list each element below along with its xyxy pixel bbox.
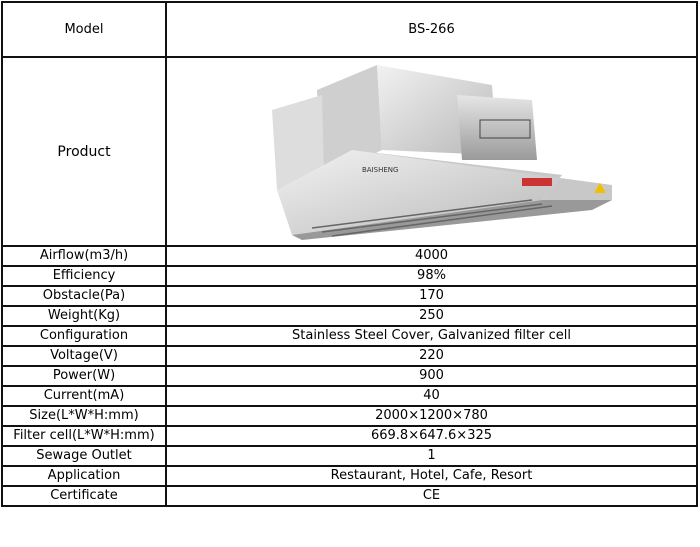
spec-label: Current(mA) [1, 385, 167, 407]
spec-value: 1 [165, 445, 698, 467]
brand-logo: BAISHENG [362, 166, 398, 174]
spec-value: Stainless Steel Cover, Galvanized filter… [165, 325, 698, 347]
model-row: Model BS-266 [1, 1, 698, 58]
spec-row: Filter cell(L*W*H:mm)669.8×647.6×325 [1, 425, 698, 447]
spec-row: Weight(Kg)250 [1, 305, 698, 327]
spec-value: 4000 [165, 245, 698, 267]
spec-label: Sewage Outlet [1, 445, 167, 467]
model-value: BS-266 [165, 1, 698, 58]
spec-row: Current(mA)40 [1, 385, 698, 407]
range-hood-image: BAISHENG [271, 65, 612, 240]
spec-label: Efficiency [1, 265, 167, 287]
spec-label: Power(W) [1, 365, 167, 387]
spec-label: Voltage(V) [1, 345, 167, 367]
spec-label: Filter cell(L*W*H:mm) [1, 425, 167, 447]
spec-row: Obstacle(Pa)170 [1, 285, 698, 307]
product-row: Product BAISHENG [1, 56, 698, 247]
spec-value: 220 [165, 345, 698, 367]
spec-value: 98% [165, 265, 698, 287]
spec-label: Configuration [1, 325, 167, 347]
spec-value: 669.8×647.6×325 [165, 425, 698, 447]
spec-value: 170 [165, 285, 698, 307]
spec-label: Airflow(m3/h) [1, 245, 167, 267]
spec-label: Weight(Kg) [1, 305, 167, 327]
model-label: Model [1, 1, 167, 58]
product-image-cell: BAISHENG [165, 56, 698, 247]
spec-label: Application [1, 465, 167, 487]
spec-label: Certificate [1, 485, 167, 507]
spec-row: Voltage(V)220 [1, 345, 698, 367]
spec-label: Obstacle(Pa) [1, 285, 167, 307]
spec-row: Size(L*W*H:mm)2000×1200×780 [1, 405, 698, 427]
spec-row: Power(W)900 [1, 365, 698, 387]
spec-value: Restaurant, Hotel, Cafe, Resort [165, 465, 698, 487]
spec-value: 2000×1200×780 [165, 405, 698, 427]
spec-value: CE [165, 485, 698, 507]
product-label: Product [1, 56, 167, 247]
spec-label: Size(L*W*H:mm) [1, 405, 167, 427]
spec-value: 250 [165, 305, 698, 327]
spec-value: 40 [165, 385, 698, 407]
spec-value: 900 [165, 365, 698, 387]
spec-table: Model BS-266 Product BAISHENG Airflow(m3… [1, 1, 698, 507]
spec-row: Airflow(m3/h)4000 [1, 245, 698, 267]
